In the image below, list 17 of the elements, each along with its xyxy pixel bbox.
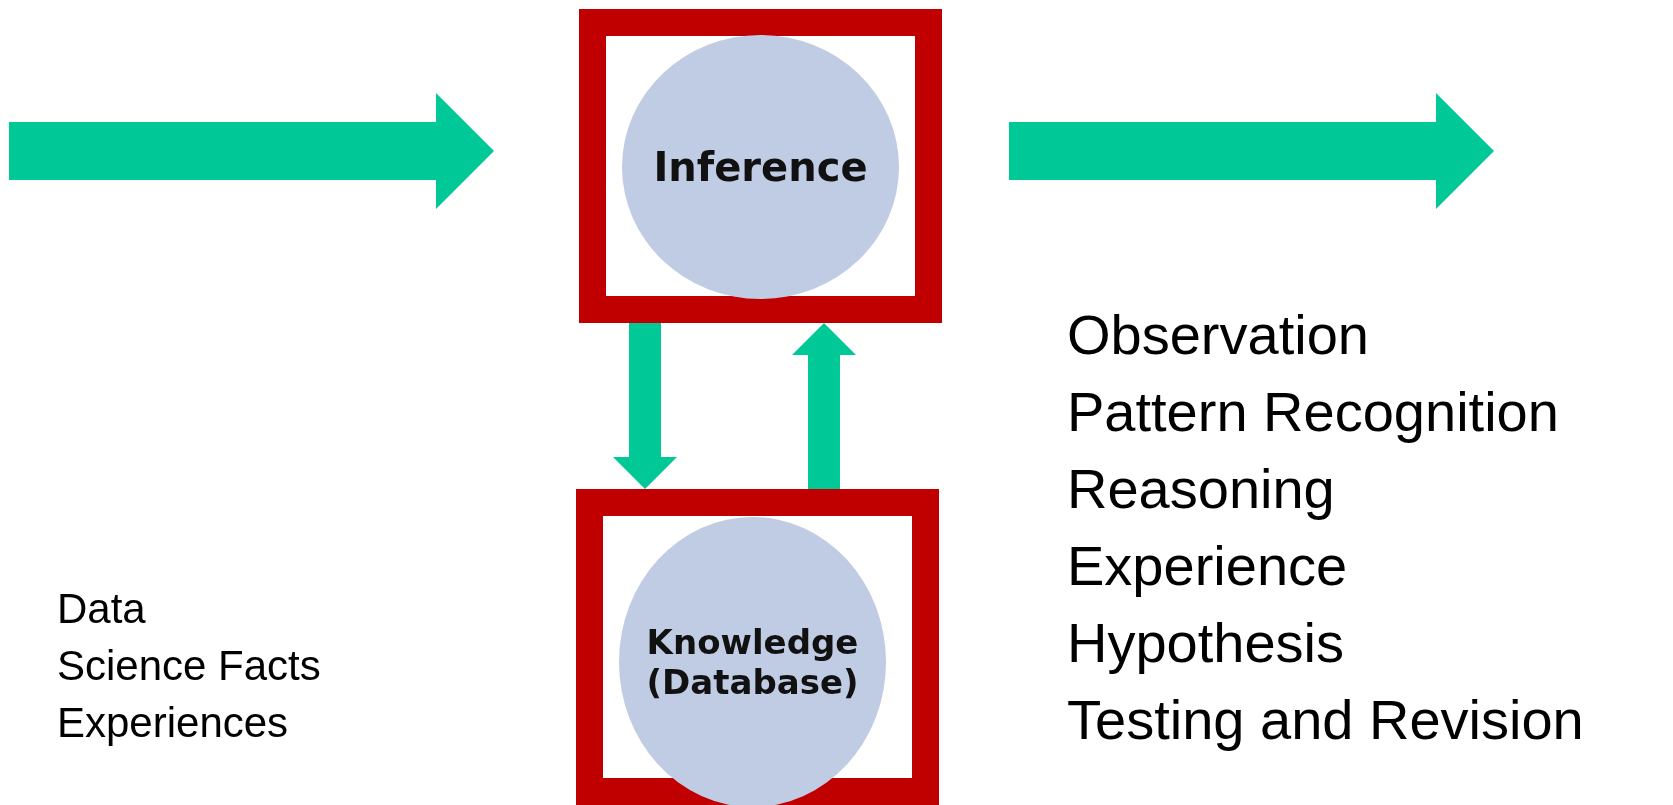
list-item-text: Observation — [1067, 303, 1369, 368]
node-label: Inference — [653, 144, 868, 190]
list-item-text: Data — [57, 585, 146, 634]
list-item-text: Hypothesis — [1067, 611, 1345, 676]
block-arrow — [613, 323, 677, 489]
list-item-text: Testing and Revision — [1067, 688, 1584, 753]
frame-box — [579, 9, 942, 323]
block-arrow — [9, 93, 494, 209]
block-arrow — [792, 323, 856, 489]
frame-box — [576, 489, 939, 805]
list-item-text: Science Facts — [57, 642, 321, 691]
list-item-text: Pattern Recognition — [1067, 380, 1559, 445]
list-item-text: Reasoning — [1067, 457, 1335, 522]
list-item-text: Experiences — [57, 699, 289, 748]
list-item-text: Experience — [1067, 534, 1348, 599]
node-label: Knowledge (Database) — [645, 622, 860, 702]
block-arrow — [1009, 93, 1494, 209]
